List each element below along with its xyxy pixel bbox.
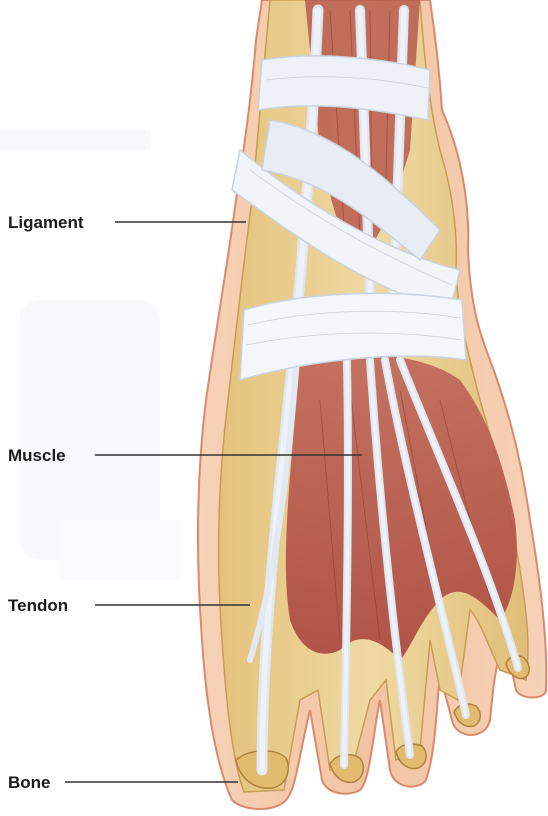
ligament-label: Ligament <box>8 214 84 231</box>
bone-label: Bone <box>8 774 51 791</box>
tendon-label: Tendon <box>8 597 68 614</box>
faded-background-scene <box>0 130 180 580</box>
muscle-label: Muscle <box>8 447 66 464</box>
